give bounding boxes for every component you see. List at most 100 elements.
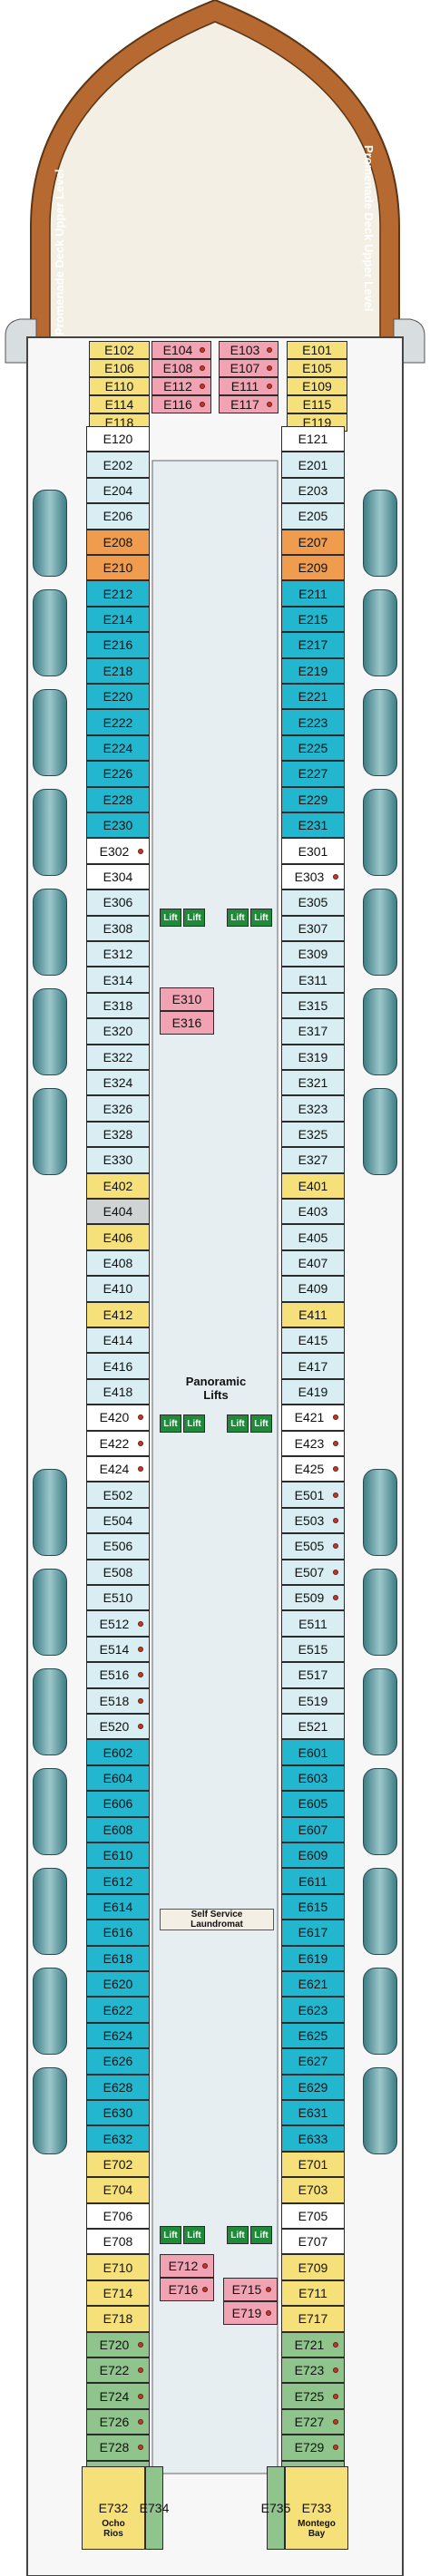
cabin-e721[interactable]: E721	[281, 2331, 345, 2357]
cabin-e315[interactable]: E315	[281, 992, 345, 1019]
cabin-e510[interactable]: E510	[86, 1585, 150, 1611]
cabin-e316[interactable]: E316	[160, 1011, 214, 1035]
cabin-e208[interactable]: E208	[86, 529, 150, 555]
cabin-e512[interactable]: E512	[86, 1610, 150, 1637]
cabin-e307[interactable]: E307	[281, 915, 345, 941]
cabin-e214[interactable]: E214	[86, 606, 150, 633]
cabin-e115[interactable]: E115	[287, 395, 347, 413]
cabin-e403[interactable]: E403	[281, 1199, 345, 1225]
cabin-e224[interactable]: E224	[86, 734, 150, 762]
cabin-e205[interactable]: E205	[281, 503, 345, 530]
cabin-e511[interactable]: E511	[281, 1610, 345, 1637]
cabin-e701[interactable]: E701	[281, 2151, 345, 2178]
cabin-e218[interactable]: E218	[86, 657, 150, 684]
cabin-e405[interactable]: E405	[281, 1224, 345, 1250]
cabin-e111[interactable]: E111	[219, 377, 279, 395]
cabin-e326[interactable]: E326	[86, 1095, 150, 1122]
cabin-e712[interactable]: E712	[160, 2254, 214, 2278]
cabin-e301[interactable]: E301	[281, 838, 345, 864]
cabin-e626[interactable]: E626	[86, 2048, 150, 2075]
cabin-e506[interactable]: E506	[86, 1533, 150, 1560]
cabin-e120[interactable]: E120	[86, 426, 150, 452]
cabin-e102[interactable]: E102	[89, 341, 150, 359]
cabin-e418[interactable]: E418	[86, 1378, 150, 1405]
cabin-e605[interactable]: E605	[281, 1791, 345, 1817]
cabin-e621[interactable]: E621	[281, 1971, 345, 1998]
cabin-e515[interactable]: E515	[281, 1636, 345, 1663]
cabin-e222[interactable]: E222	[86, 709, 150, 735]
cabin-e401[interactable]: E401	[281, 1172, 345, 1199]
cabin-e521[interactable]: E521	[281, 1714, 345, 1740]
cabin-e602[interactable]: E602	[86, 1739, 150, 1765]
cabin-e630[interactable]: E630	[86, 2100, 150, 2126]
cabin-e610[interactable]: E610	[86, 1842, 150, 1869]
cabin-e317[interactable]: E317	[281, 1018, 345, 1045]
cabin-e601[interactable]: E601	[281, 1739, 345, 1765]
cabin-e518[interactable]: E518	[86, 1687, 150, 1714]
cabin-e502[interactable]: E502	[86, 1482, 150, 1508]
cabin-e409[interactable]: E409	[281, 1276, 345, 1302]
cabin-e223[interactable]: E223	[281, 709, 345, 735]
cabin-e708[interactable]: E708	[86, 2229, 150, 2255]
cabin-e611[interactable]: E611	[281, 1868, 345, 1894]
cabin-e310[interactable]: E310	[160, 987, 214, 1011]
cabin-e420[interactable]: E420	[86, 1405, 150, 1431]
cabin-e117[interactable]: E117	[219, 395, 279, 413]
cabin-e121[interactable]: E121	[281, 426, 345, 452]
cabin-e711[interactable]: E711	[281, 2280, 345, 2307]
cabin-e726[interactable]: E726	[86, 2408, 150, 2435]
cabin-e724[interactable]: E724	[86, 2383, 150, 2409]
cabin-e625[interactable]: E625	[281, 2022, 345, 2049]
cabin-e723[interactable]: E723	[281, 2357, 345, 2384]
cabin-e633[interactable]: E633	[281, 2125, 345, 2152]
cabin-e516[interactable]: E516	[86, 1662, 150, 1688]
cabin-e108[interactable]: E108	[151, 359, 211, 377]
cabin-e514[interactable]: E514	[86, 1636, 150, 1663]
cabin-e230[interactable]: E230	[86, 812, 150, 839]
cabin-e416[interactable]: E416	[86, 1353, 150, 1379]
cabin-e628[interactable]: E628	[86, 2074, 150, 2100]
cabin-e323[interactable]: E323	[281, 1095, 345, 1122]
cabin-e620[interactable]: E620	[86, 1971, 150, 1998]
cabin-e318[interactable]: E318	[86, 992, 150, 1019]
cabin-e320[interactable]: E320	[86, 1018, 150, 1045]
cabin-e629[interactable]: E629	[281, 2074, 345, 2100]
cabin-e603[interactable]: E603	[281, 1764, 345, 1792]
cabin-e411[interactable]: E411	[281, 1301, 345, 1327]
cabin-e503[interactable]: E503	[281, 1507, 345, 1534]
cabin-e220[interactable]: E220	[86, 684, 150, 710]
cabin-e112[interactable]: E112	[151, 377, 211, 395]
cabin-e215[interactable]: E215	[281, 606, 345, 633]
cabin-e201[interactable]: E201	[281, 452, 345, 478]
cabin-e421[interactable]: E421	[281, 1405, 345, 1431]
cabin-e709[interactable]: E709	[281, 2254, 345, 2280]
cabin-e715[interactable]: E715	[223, 2278, 278, 2301]
cabin-e425[interactable]: E425	[281, 1456, 345, 1482]
cabin-e311[interactable]: E311	[281, 967, 345, 993]
cabin-e207[interactable]: E207	[281, 529, 345, 555]
cabin-e507[interactable]: E507	[281, 1559, 345, 1585]
cabin-e116[interactable]: E116	[151, 395, 211, 413]
cabin-e206[interactable]: E206	[86, 503, 150, 530]
cabin-e101[interactable]: E101	[287, 341, 347, 359]
cabin-e729[interactable]: E729	[281, 2435, 345, 2461]
cabin-e618[interactable]: E618	[86, 1945, 150, 1971]
cabin-e306[interactable]: E306	[86, 889, 150, 916]
cabin-e319[interactable]: E319	[281, 1044, 345, 1070]
cabin-e422[interactable]: E422	[86, 1430, 150, 1456]
cabin-e202[interactable]: E202	[86, 452, 150, 478]
cabin-e109[interactable]: E109	[287, 377, 347, 395]
cabin-e728[interactable]: E728	[86, 2435, 150, 2461]
cabin-e423[interactable]: E423	[281, 1430, 345, 1456]
cabin-e608[interactable]: E608	[86, 1816, 150, 1842]
cabin-e733[interactable]: E733	[285, 2466, 348, 2550]
cabin-e706[interactable]: E706	[86, 2202, 150, 2229]
cabin-e631[interactable]: E631	[281, 2100, 345, 2126]
cabin-e415[interactable]: E415	[281, 1327, 345, 1354]
cabin-e718[interactable]: E718	[86, 2306, 150, 2332]
cabin-e505[interactable]: E505	[281, 1533, 345, 1560]
cabin-e305[interactable]: E305	[281, 889, 345, 916]
cabin-e228[interactable]: E228	[86, 786, 150, 812]
cabin-e217[interactable]: E217	[281, 632, 345, 658]
cabin-e327[interactable]: E327	[281, 1147, 345, 1173]
